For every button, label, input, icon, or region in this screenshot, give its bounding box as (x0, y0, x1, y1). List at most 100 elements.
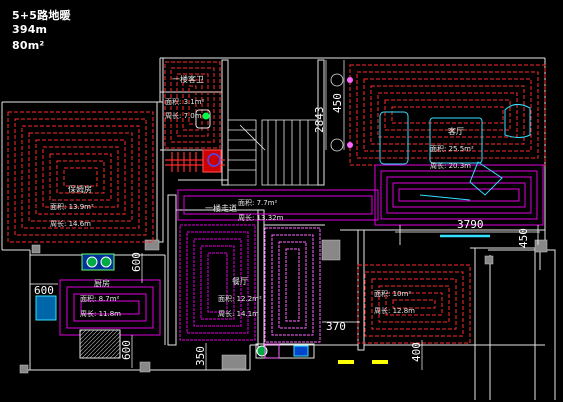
bolt-markers (330, 73, 353, 152)
dim-label-600c: 600 (120, 340, 133, 360)
pipe-loop-living-lower (386, 176, 532, 214)
pipe-loop-nanny-room (42, 146, 119, 208)
pillar (321, 239, 341, 261)
pipe-loop-bedroom (378, 285, 450, 323)
dim-label-370: 370 (326, 320, 346, 333)
sofa-set (379, 104, 531, 201)
wall-block (167, 194, 177, 346)
pipe-loop-dining-a (179, 224, 256, 341)
room-area-wc: 面积: 3.1m² (165, 97, 205, 106)
pipe-loop-nanny-room (14, 118, 147, 236)
pillar (144, 239, 160, 251)
dim-label-450b: 450 (517, 228, 530, 248)
pipe-loop-bedroom (392, 299, 436, 309)
fridge (79, 329, 121, 359)
room-labels: 一楼客卫 面积: 3.1m² 周长: 7.0m 保姆房 面积: 13.9m² 周… (50, 74, 474, 318)
sink (35, 295, 57, 321)
outer-wall-right (545, 249, 556, 400)
drain-box (264, 343, 280, 359)
room-name-hall: 一楼走道 (205, 203, 237, 213)
pipe-loop-living (377, 92, 518, 138)
pillar (534, 239, 548, 253)
pipe-loop-nanny-room (35, 139, 126, 215)
room-perim-br: 周长: 12.8m (374, 306, 415, 315)
coffee-table (429, 117, 483, 164)
pillar (484, 255, 494, 265)
room-area-kitchen: 面积: 8.7m² (80, 294, 120, 303)
pipe-loop-living-lower (380, 170, 538, 220)
pillar (139, 361, 151, 373)
pillar (19, 364, 29, 374)
pipe-loop-nanny-room (56, 160, 105, 194)
pipe-loop-living-lower (398, 188, 520, 202)
armchair (469, 161, 503, 196)
dim-label-600a: 600 (130, 252, 143, 272)
pipe-loop-kitchen (80, 300, 140, 315)
pipe-loop-dining-a (200, 245, 235, 320)
pipe-loop-living (391, 106, 504, 124)
dim-label-350: 350 (194, 346, 207, 366)
pipe-loop-living-lower (374, 164, 544, 226)
pipe-loop-nanny-room (7, 111, 154, 243)
pipe-loop-living (384, 99, 511, 131)
pipe-loop-wc (182, 79, 203, 131)
pipe-loop-dining-a (207, 252, 228, 313)
manifold (165, 149, 225, 173)
pipe-loop-bedroom (385, 292, 443, 316)
pipe-loop-dining-a (186, 231, 249, 334)
room-area-hall: 面积: 7.7m² (238, 198, 278, 207)
room-perim-dining: 周长: 14.1m (218, 309, 259, 318)
wc-fixtures (195, 109, 211, 129)
wall-block (257, 209, 265, 351)
outer-wall-left (1, 101, 160, 251)
pipe-length: 394m (12, 23, 48, 36)
sofa (379, 111, 409, 165)
room-name-kitchen: 厨房 (94, 278, 110, 288)
room-name-wc: 一楼客卫 (172, 74, 204, 84)
pipe-loop-hall (177, 189, 379, 221)
staircase (227, 119, 319, 186)
room-perim-hall: 周长: 13.32m (238, 213, 284, 222)
room-perim-wc: 周长: 7.0m (165, 111, 202, 120)
dim-label-400: 400 (410, 342, 423, 362)
armchair (504, 104, 531, 138)
pipe-loop-hall (183, 195, 373, 215)
pipe-loop-dining-b (285, 248, 300, 322)
toilet (195, 109, 211, 129)
room-name-living: 客厅 (448, 126, 464, 136)
heating-pipes (7, 61, 546, 344)
pipe-loop-living (370, 85, 525, 145)
room-area-living: 面积: 25.5m² (430, 144, 474, 153)
pipe-loop-dining-b (264, 227, 321, 343)
pipe-loop-kitchen (59, 279, 161, 336)
room-perim-kitchen: 周长: 11.8m (80, 309, 121, 318)
pipe-loop-nanny-room (49, 153, 112, 201)
heated-area: 80m² (12, 39, 45, 52)
pipe-loop-kitchen (73, 293, 147, 322)
dimension-lines (30, 60, 423, 370)
dim-3790 (395, 225, 540, 245)
room-name-dining: 餐厅 (232, 277, 248, 286)
pipe-loop-dining-b (278, 241, 307, 329)
pipe-loop-wc (188, 85, 197, 125)
wall-block (156, 101, 164, 243)
dim-label-2843: 2843 (313, 107, 326, 134)
dim-label-600b: 600 (34, 284, 54, 297)
pillar (221, 354, 247, 370)
kitchen-appliances (35, 253, 388, 364)
pipe-loop-bedroom (357, 264, 471, 344)
pipe-loop-living (363, 78, 532, 152)
pipe-loop-wc (170, 67, 215, 143)
wall-block (357, 229, 365, 351)
room-name-nanny: 保姆房 (68, 184, 92, 194)
room-area-br: 面积: 10m² (374, 289, 411, 298)
pipe-loop-bedroom (364, 271, 464, 337)
room-area-nanny: 面积: 13.9m² (50, 202, 94, 211)
pipe-loop-living-lower (392, 182, 526, 208)
outer-wall-bottom (22, 344, 545, 371)
room-perim-nanny: 周长: 14.6m (50, 219, 91, 228)
pipe-loop-kitchen (66, 286, 154, 329)
washer (255, 343, 315, 359)
wall-block (221, 59, 229, 186)
